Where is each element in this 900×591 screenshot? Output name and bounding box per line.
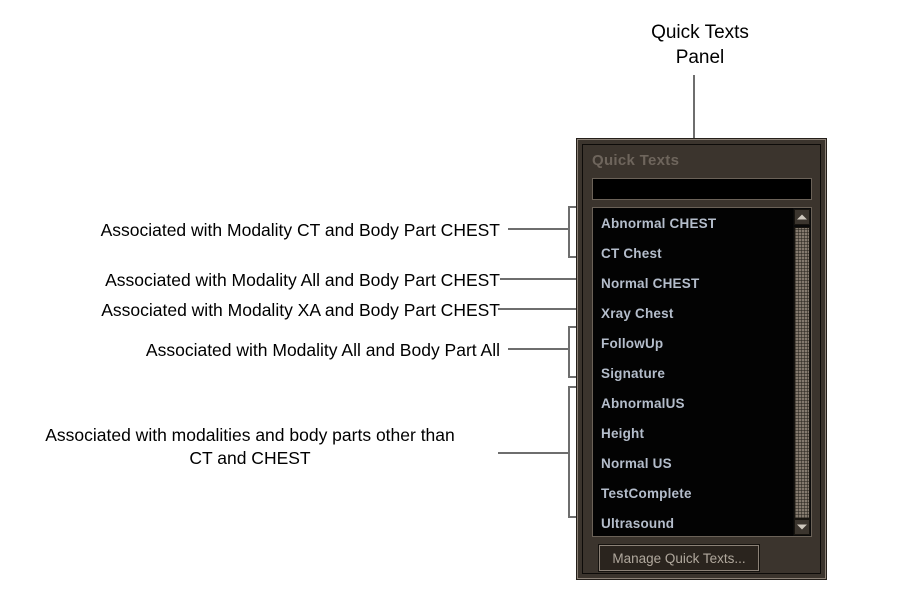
annotation-label-other: Associated with modalities and body part…	[45, 425, 455, 468]
list-item[interactable]: Ultrasound	[601, 516, 675, 531]
bracket-spine-other	[568, 386, 570, 518]
bracket-spine-ct-chest	[568, 206, 570, 258]
triangle-down-icon	[797, 524, 807, 530]
quick-text-search-input[interactable]	[592, 178, 812, 200]
list-item[interactable]: Height	[601, 426, 645, 441]
leader-line-other	[498, 452, 570, 454]
list-item[interactable]: Signature	[601, 366, 666, 381]
list-item[interactable]: TestComplete	[601, 486, 692, 501]
list-item[interactable]: AbnormalUS	[601, 396, 685, 411]
quick-texts-panel-inner: Quick Texts Abnormal CHEST CT Chest Norm…	[582, 144, 821, 574]
list-item[interactable]: FollowUp	[601, 336, 664, 351]
annotation-label-xa-chest: Associated with Modality XA and Body Par…	[101, 300, 500, 320]
leader-line-xa-chest	[498, 308, 588, 310]
list-item[interactable]: Normal CHEST	[601, 276, 700, 291]
leader-line-all-all	[508, 348, 570, 350]
quick-texts-panel: Quick Texts Abnormal CHEST CT Chest Norm…	[577, 139, 826, 579]
list-item[interactable]: Xray Chest	[601, 306, 674, 321]
list-item[interactable]: CT Chest	[601, 246, 662, 261]
quick-text-list[interactable]: Abnormal CHEST CT Chest Normal CHEST Xra…	[592, 207, 812, 537]
panel-title: Quick Texts	[592, 152, 680, 169]
annotation-label-ct-chest: Associated with Modality CT and Body Par…	[100, 220, 500, 240]
list-scrollbar[interactable]	[793, 208, 811, 536]
annotation-label-all-chest: Associated with Modality All and Body Pa…	[105, 270, 500, 290]
callout-leader-line	[693, 75, 695, 139]
scroll-down-button[interactable]	[794, 519, 810, 535]
scrollbar-thumb[interactable]	[794, 227, 810, 519]
list-item[interactable]: Abnormal CHEST	[601, 216, 717, 231]
manage-quick-texts-button[interactable]: Manage Quick Texts...	[599, 545, 759, 571]
leader-line-ct-chest	[508, 228, 570, 230]
leader-line-all-chest	[500, 278, 588, 280]
annotation-label-all-all: Associated with Modality All and Body Pa…	[145, 340, 500, 360]
callout-title: Quick Texts Panel	[651, 22, 749, 68]
triangle-up-icon	[797, 214, 807, 220]
list-item[interactable]: Normal US	[601, 456, 672, 471]
bracket-spine-all-all	[568, 326, 570, 378]
scroll-up-button[interactable]	[794, 209, 810, 225]
